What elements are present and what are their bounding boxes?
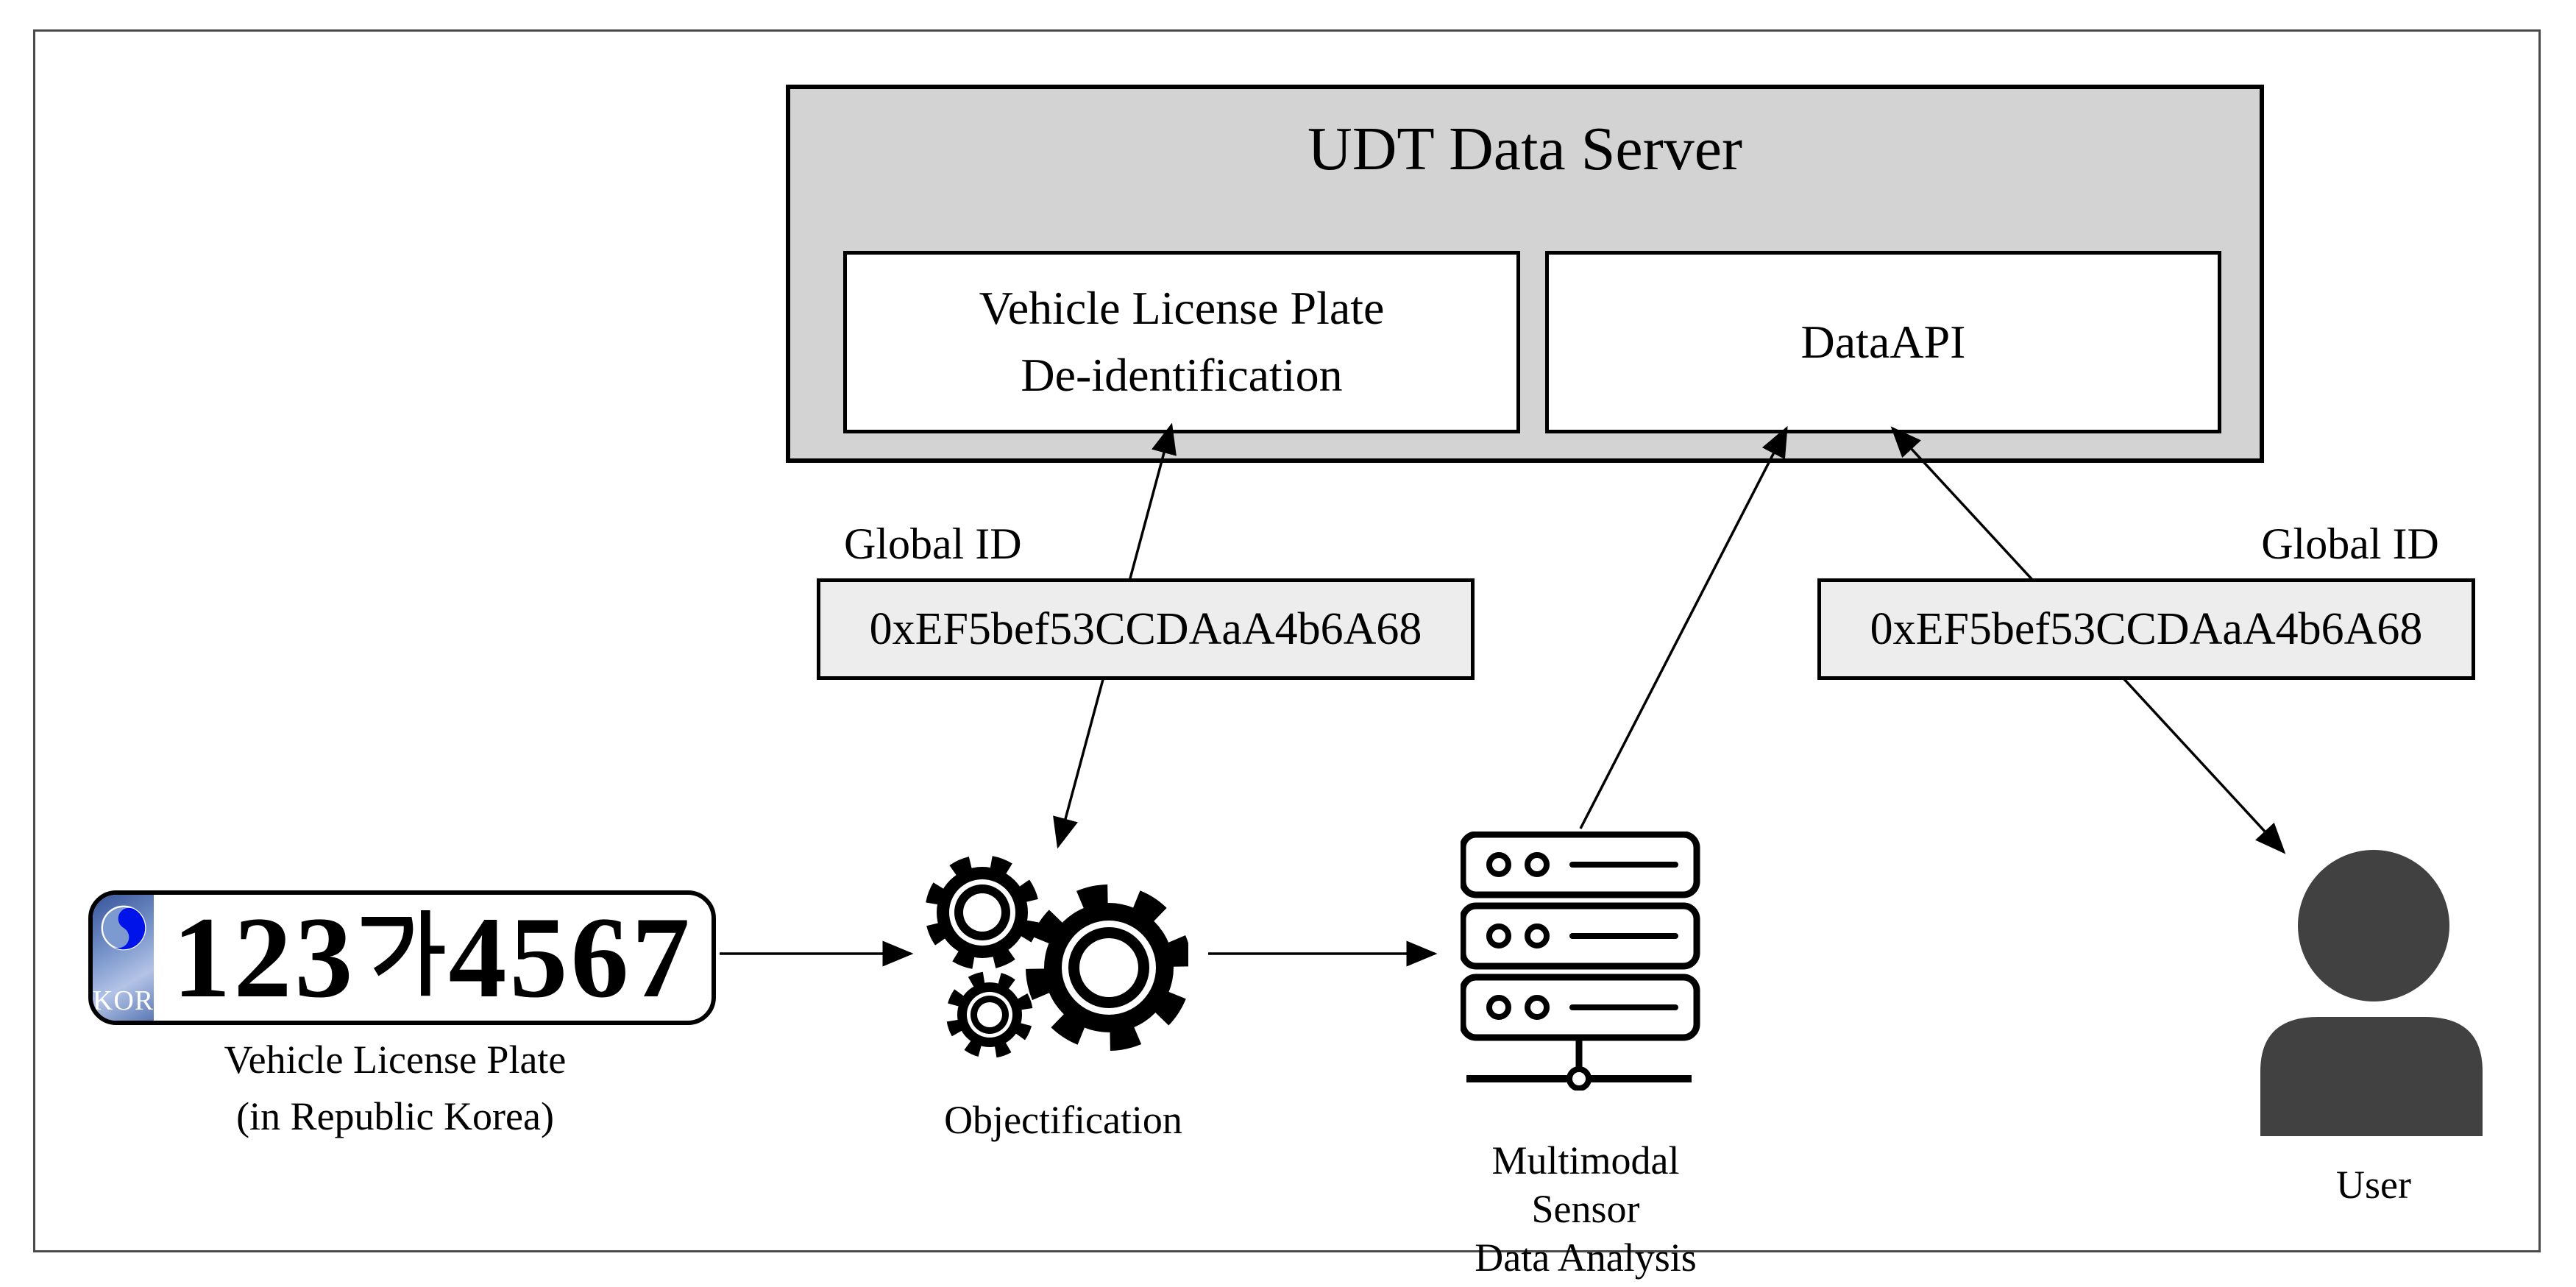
udt-server-title: UDT Data Server (1307, 115, 1742, 183)
figure-border (33, 29, 2541, 1252)
global-id-box-left: 0xEF5bef53CCDAaA4b6A68 (817, 578, 1475, 680)
plate-number-prefix: 123 (172, 893, 356, 1022)
plate-caption-line2: (in Republic Korea) (236, 1093, 554, 1138)
udt-data-server-box: UDT Data Server Vehicle License Plate De… (786, 85, 2264, 463)
plate-number: 123 4567 (154, 895, 712, 1021)
user-caption: User (2336, 1163, 2411, 1207)
global-id-label-right: Global ID (2261, 520, 2439, 568)
license-plate: KOR 123 4567 (88, 890, 716, 1025)
global-id-box-right: 0xEF5bef53CCDAaA4b6A68 (1817, 578, 2475, 680)
vlp-module-label-line1: Vehicle License Plate (979, 282, 1385, 335)
vlp-module-label-line2: De-identification (1021, 349, 1343, 401)
gears-icon (925, 855, 1188, 1058)
taegeuk-icon (101, 905, 146, 951)
global-id-value-left: 0xEF5bef53CCDAaA4b6A68 (869, 603, 1422, 654)
module-dataapi: DataAPI (1545, 251, 2221, 433)
global-id-label-left: Global ID (844, 520, 1022, 568)
plate-country-code: KOR (92, 985, 155, 1016)
sensor-analysis-caption: Multimodal Sensor Data Analysis (1435, 1137, 1736, 1283)
user-icon (2260, 850, 2483, 1136)
sensor-caption-line2: Data Analysis (1475, 1235, 1697, 1280)
plate-country-band: KOR (93, 895, 154, 1021)
hangul-ga-glyph (361, 910, 444, 996)
server-stack-icon (1461, 832, 1700, 1091)
license-plate-caption: Vehicle License Plate (in Republic Korea… (74, 1032, 717, 1144)
global-id-value-right: 0xEF5bef53CCDAaA4b6A68 (1870, 603, 2423, 654)
sensor-caption-line1: Multimodal Sensor (1491, 1138, 1680, 1231)
dataapi-module-label: DataAPI (1800, 315, 1966, 368)
plate-caption-line1: Vehicle License Plate (224, 1038, 567, 1082)
objectification-caption: Objectification (944, 1098, 1182, 1142)
module-vlp-deidentification: Vehicle License Plate De-identification (843, 251, 1520, 433)
arrow-sensor-to-dataapi (1579, 425, 1788, 829)
plate-number-suffix: 4567 (448, 893, 693, 1022)
